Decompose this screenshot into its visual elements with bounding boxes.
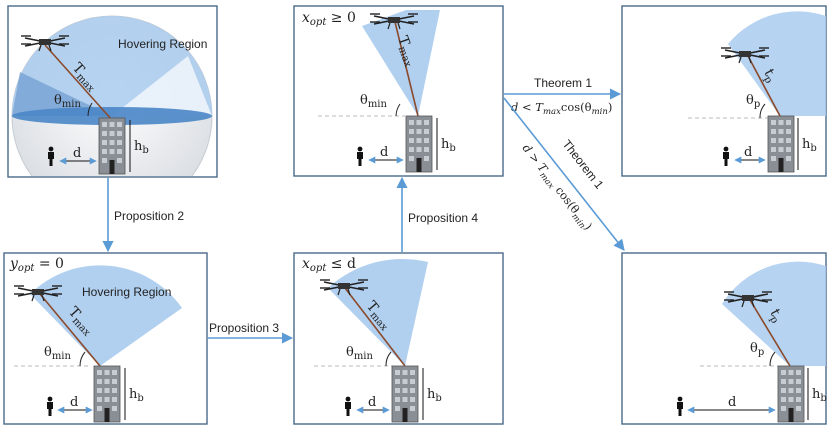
cone-right-cut — [112, 56, 212, 116]
arrow-label: Proposition 4 — [408, 211, 478, 225]
angle-arc — [769, 351, 776, 367]
height-label: hb — [441, 137, 456, 154]
building-icon — [93, 365, 121, 423]
arrow-proposition-2: Proposition 2 — [102, 178, 184, 253]
building-icon — [405, 115, 433, 173]
height-label: hb — [129, 387, 144, 404]
hover-region-wedge — [362, 10, 440, 116]
panel-theorem1-case-a: tp θp d hb — [621, 5, 827, 177]
arrow-proposition-3: Proposition 3 — [208, 321, 294, 344]
building-icon — [391, 365, 419, 423]
theta-label: θmin — [346, 345, 374, 362]
hover-region-sector — [722, 261, 826, 366]
region-label: Hovering Region — [82, 285, 171, 299]
arrow-condition: d < Tmaxcos(θmin) — [511, 100, 612, 117]
condition-label: xopt ≤ d — [302, 256, 356, 274]
theta-label: θmin — [54, 93, 82, 110]
hover-region-sector — [728, 11, 826, 117]
theta-label: θmin — [360, 93, 388, 110]
panel-yopt-eq-0: yopt = 0 Hovering Region Tmax θmin d hb — [3, 252, 208, 425]
distance-label: d — [70, 395, 78, 410]
angle-arc — [759, 103, 766, 119]
arrow-label: Proposition 2 — [114, 209, 184, 223]
height-label: hb — [812, 387, 827, 404]
distance-label: d — [728, 395, 736, 410]
panel-theorem1-case-b: tp θp d hb — [621, 252, 827, 425]
height-label: hb — [134, 139, 149, 156]
hover-region-sector — [328, 258, 428, 366]
theta-label: θp — [746, 93, 760, 110]
tether-line — [344, 287, 406, 367]
angle-arc — [395, 103, 401, 117]
theta-label: θmin — [44, 345, 72, 362]
distance-label: d — [73, 146, 81, 161]
arrow-theorem-1-bottom: Theorem 1 d > Tmax cos(θmin) — [503, 97, 625, 251]
distance-label: d — [368, 395, 376, 410]
tether-line — [749, 299, 791, 367]
building-icon — [98, 117, 126, 175]
condition-label: xopt ≥ 0 — [302, 10, 356, 28]
tether-line — [39, 293, 101, 367]
arrow-theorem-1-top: Theorem 1 d < Tmaxcos(θmin) — [504, 76, 622, 117]
ground-disc — [12, 107, 212, 125]
angle-arc — [79, 351, 86, 367]
tether-line — [394, 21, 419, 117]
building-icon — [767, 115, 795, 173]
theta-label: θp — [750, 341, 764, 358]
region-label: Hovering Region — [118, 37, 207, 51]
panel-xopt-leq-d: xopt ≤ d Tmax θmin d hb — [293, 252, 504, 425]
distance-label: d — [744, 145, 752, 160]
panel-xopt-geq-0: xopt ≥ 0 Tmax θmin d hb — [293, 5, 504, 177]
arrow-line — [503, 97, 625, 251]
condition-label: yopt = 0 — [9, 256, 64, 274]
height-label: hb — [427, 387, 442, 404]
arrow-label: Theorem 1 — [560, 137, 607, 192]
cone-left-shadow — [12, 72, 112, 116]
building-icon — [777, 365, 805, 423]
height-label: hb — [802, 137, 817, 154]
hover-region-sector — [30, 265, 182, 366]
arrow-label: Theorem 1 — [534, 76, 592, 90]
distance-label: d — [380, 145, 388, 160]
arrow-label: Proposition 3 — [209, 321, 279, 335]
angle-arc — [385, 351, 392, 367]
angle-arc — [87, 102, 93, 117]
tether-line — [44, 44, 113, 121]
arrow-proposition-4: Proposition 4 — [396, 176, 478, 252]
panel-hovering-region: Hovering Region Tmax θmin d hb — [7, 5, 218, 178]
tether-line — [747, 55, 781, 117]
